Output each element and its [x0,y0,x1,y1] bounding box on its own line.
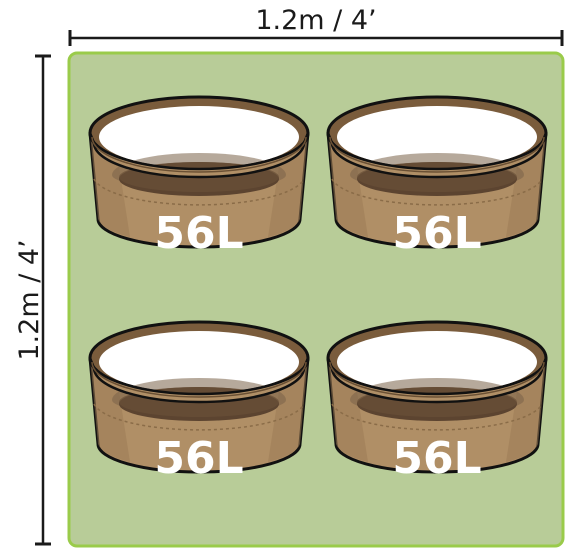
pot-volume-label: 56L [154,208,243,259]
width-dimension-label: 1.2m / 4’ [255,5,376,36]
fabric-pot-top-right: 56L [326,95,548,259]
fabric-pot-top-left: 56L [88,95,310,259]
pot-volume-label: 56L [392,208,481,259]
width-dimension: 1.2m / 4’ [68,5,564,46]
fabric-pot-bottom-right: 56L [326,320,548,484]
height-dimension-label: 1.2m / 4’ [14,239,45,360]
pot-volume-label: 56L [392,433,481,484]
pot-volume-label: 56L [154,433,243,484]
fabric-pot-bottom-left: 56L [88,320,310,484]
height-dimension: 1.2m / 4’ [14,54,51,546]
